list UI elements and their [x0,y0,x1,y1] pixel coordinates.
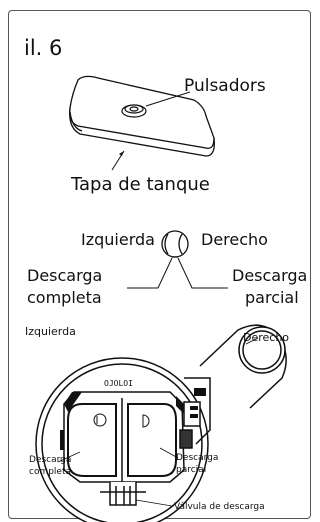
full-flush-leader [127,257,173,289]
dial-left-label: Izquierda [81,230,155,249]
tank-lid-label: Tapa de tanque [71,174,210,195]
partial-flush-leader [177,257,228,289]
valve-partial-flush-label-2: parcial [176,465,207,475]
dial-full-flush-label: Descarga [27,266,103,285]
valve-partial-flush-label: Descarga [176,453,219,463]
dial-right-label: Derecho [201,230,268,249]
push-button-icon [121,104,147,118]
embossed-text: OJOLOI [104,379,133,388]
valve-shading [60,388,206,450]
flush-valve-label: Válvula de descarga [174,502,265,512]
dial-full-flush-label-2: completa [27,288,102,307]
pulsadors-label: Pulsadors [184,76,266,96]
tapa-leader-arrow [119,151,124,156]
flush-valve-body [35,324,287,522]
valve-full-flush-label-2: completa [29,467,72,477]
valve-stem-leader [135,499,173,507]
valve-left-label: Izquierda [25,325,76,338]
partial-flush-icon [142,414,150,428]
valve-right-label: Derecho [243,331,290,344]
dial-partial-flush-label: Descarga [232,266,308,285]
pulsadors-leader [145,91,191,107]
valve-right-leader [245,337,259,345]
dial-partial-flush-label-2: parcial [245,288,299,307]
figure-label: il. 6 [24,36,63,60]
valve-full-flush-label: Descarga [29,455,72,465]
valve-partial-leader [159,447,179,459]
valve-full-leader [57,451,81,463]
full-flush-icon [93,413,107,427]
flush-dial-icon [161,230,189,258]
